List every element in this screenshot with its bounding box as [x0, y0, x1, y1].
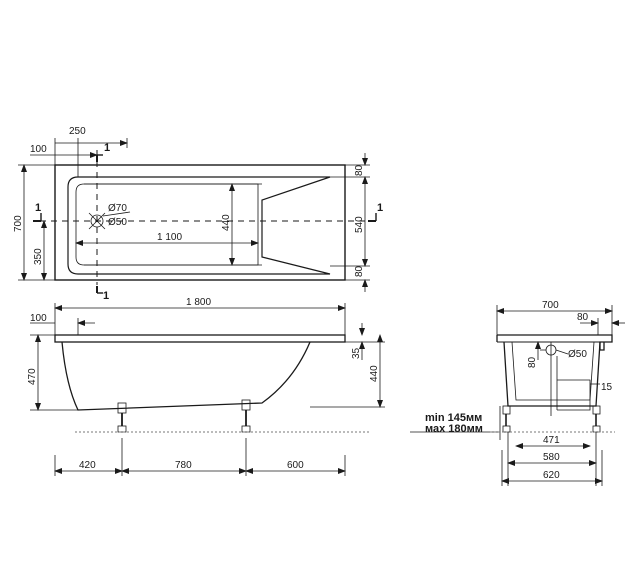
dim-780-label: 780 — [175, 460, 192, 471]
svg-text:1: 1 — [35, 202, 41, 214]
side-view-leg-right — [241, 399, 251, 433]
dim-1800-label: 1 800 — [186, 297, 211, 308]
leg-height-max-label: мах 180мм — [425, 423, 483, 435]
dim-80-bottom-label: 80 — [354, 265, 365, 277]
dim-100-top-label: 100 — [30, 144, 47, 155]
section-mark-right: 1 — [368, 202, 383, 222]
top-view-inner-bowl — [67, 176, 331, 275]
drain-symbol — [88, 212, 106, 230]
dim-100-side-label: 100 — [30, 313, 47, 324]
side-view: 1 800 100 470 35 440 420 780 600 min 145… — [27, 297, 501, 476]
end-view-dim-620-label: 620 — [543, 470, 560, 481]
dim-470-label: 470 — [27, 368, 38, 385]
end-view-tub-body — [503, 341, 601, 407]
leg-height-min-label: min 145мм — [425, 412, 482, 424]
dim-440-side-label: 440 — [369, 365, 380, 382]
section-mark-bottom: 1 — [96, 286, 109, 302]
dim-420-label: 420 — [79, 460, 96, 471]
end-view-dim-15-label: 15 — [601, 382, 613, 393]
dim-440-inner-label: 440 — [221, 214, 232, 231]
dim-350-label: 350 — [33, 248, 44, 265]
dim-600-label: 600 — [287, 460, 304, 471]
top-view-outline — [54, 164, 346, 281]
svg-text:1: 1 — [377, 202, 383, 214]
end-view-dim-80-rim-label: 80 — [577, 312, 589, 323]
top-view-bottom-outline — [75, 183, 259, 266]
dim-700-left-label: 700 — [13, 215, 24, 232]
side-view-leg-left — [117, 402, 127, 433]
section-mark-left: 1 — [33, 202, 42, 222]
svg-text:1: 1 — [104, 142, 110, 154]
dim-1100-label: 1 100 — [157, 232, 182, 243]
section-mark-top: 1 — [96, 142, 110, 162]
end-view-dim-580-label: 580 — [543, 452, 560, 463]
end-view-feet — [502, 405, 601, 433]
drain-diameter-70-label: Ø70 — [108, 203, 127, 214]
end-view-dim-80-drain-label: 80 — [527, 356, 538, 368]
dim-250-label: 250 — [69, 126, 86, 137]
end-view: Ø50 80 15 700 80 471 5 — [490, 300, 625, 486]
side-view-tub-body — [61, 341, 311, 411]
dim-80-top-label: 80 — [354, 164, 365, 176]
drain-diameter-50-label: Ø50 — [108, 217, 127, 228]
end-view-dim-471-label: 471 — [543, 435, 560, 446]
end-view-dim-700-label: 700 — [542, 300, 559, 311]
end-view-diameter-50-label: Ø50 — [568, 349, 587, 360]
dim-35-label: 35 — [351, 347, 362, 359]
side-view-rim — [54, 334, 346, 343]
svg-text:1: 1 — [103, 290, 109, 302]
top-view: Ø70 Ø50 250 100 1 1 1 1 — [13, 126, 383, 302]
dim-540-label: 540 — [354, 216, 365, 233]
